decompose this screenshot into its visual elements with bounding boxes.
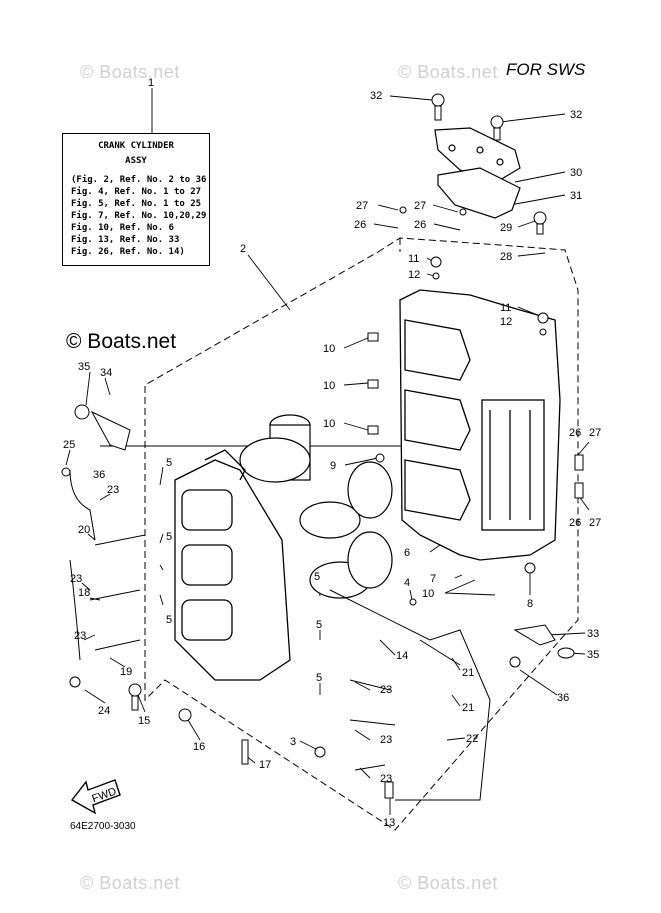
callout: 21 xyxy=(462,702,474,714)
hoses xyxy=(69,469,491,801)
callout: 28 xyxy=(500,251,512,263)
info-box-subtitle: ASSY xyxy=(125,156,147,166)
callout: 10 xyxy=(323,380,335,392)
callout: 12 xyxy=(500,316,512,328)
callout: 11 xyxy=(408,253,419,265)
callout: 30 xyxy=(570,167,582,179)
info-box-ref: Fig. 4, Ref. No. 1 to 27 xyxy=(71,187,202,197)
callout: 17 xyxy=(259,759,271,771)
page-title: FOR SWS xyxy=(506,60,586,79)
callout: 27 xyxy=(589,427,601,439)
callout: 27 xyxy=(356,200,368,212)
callout: 32 xyxy=(570,109,582,121)
cylinder-cover xyxy=(434,127,521,219)
watermark: © Boats.net xyxy=(80,62,180,82)
callout: 19 xyxy=(120,666,132,678)
callout: 6 xyxy=(404,547,410,559)
exhaust-cover-plate xyxy=(174,449,291,681)
callout: 23 xyxy=(380,773,392,785)
info-box-ref: Fig. 26, Ref. No. 14) xyxy=(71,247,185,257)
callout: 27 xyxy=(414,200,426,212)
callout: 7 xyxy=(430,573,436,585)
callout: 5 xyxy=(166,457,172,469)
info-box-ref: (Fig. 2, Ref. No. 2 to 36 xyxy=(71,175,207,185)
info-box: CRANK CYLINDER ASSY (Fig. 2, Ref. No. 2 … xyxy=(62,133,210,266)
callout: 16 xyxy=(193,741,205,753)
callout: 18 xyxy=(78,587,90,599)
callout: 13 xyxy=(383,817,395,829)
callout: 22 xyxy=(466,733,478,745)
callout: 26 xyxy=(569,427,581,439)
callout: 2 xyxy=(240,243,246,255)
callout: 23 xyxy=(107,484,119,496)
callout: 5 xyxy=(314,571,320,583)
callout: 35 xyxy=(587,649,599,661)
callout: 34 xyxy=(100,367,112,379)
callout: 23 xyxy=(380,684,392,696)
callout: 23 xyxy=(70,573,82,585)
callout: 20 xyxy=(78,524,90,536)
callout: 4 xyxy=(404,577,410,589)
callout: 5 xyxy=(316,619,322,631)
callout: 5 xyxy=(166,614,172,626)
info-box-ref: Fig. 7, Ref. No. 10,20,29 xyxy=(71,211,207,221)
info-box-ref: Fig. 5, Ref. No. 1 to 25 xyxy=(71,199,202,209)
info-box-ref: Fig. 13, Ref. No. 33 xyxy=(71,235,180,245)
watermark: © Boats.net xyxy=(398,873,498,893)
assembly-outline xyxy=(144,237,579,831)
callout: 31 xyxy=(570,190,582,202)
callout: 26 xyxy=(569,517,581,529)
callout: 23 xyxy=(74,630,86,642)
callout: 14 xyxy=(396,650,408,662)
callout: 23 xyxy=(380,734,392,746)
callout: 33 xyxy=(587,628,599,640)
callout: 5 xyxy=(316,672,322,684)
callout: 29 xyxy=(500,222,512,234)
callout: 32 xyxy=(370,90,382,102)
callout: 1 xyxy=(148,77,154,89)
watermark: © Boats.net xyxy=(80,873,180,893)
callout: 8 xyxy=(527,598,533,610)
fwd-arrow: FWD xyxy=(70,779,121,815)
callout: 5 xyxy=(166,531,172,543)
callout: 10 xyxy=(323,418,335,430)
small-fittings xyxy=(61,93,584,799)
info-box-title: CRANK CYLINDER xyxy=(98,141,174,151)
callout: 21 xyxy=(462,667,474,679)
callout: 26 xyxy=(354,219,366,231)
callout: 15 xyxy=(138,715,150,727)
callout: 27 xyxy=(589,517,601,529)
callout: 11 xyxy=(500,302,511,314)
callout: 35 xyxy=(78,361,90,373)
callout: 10 xyxy=(422,588,434,600)
callout: 9 xyxy=(330,460,336,472)
watermark-main: © Boats.net xyxy=(66,330,177,353)
callout: 25 xyxy=(63,439,75,451)
callout: 10 xyxy=(323,343,335,355)
callout: 36 xyxy=(93,469,105,481)
callout: 26 xyxy=(414,219,426,231)
callout: 36 xyxy=(557,692,569,704)
crankshaft xyxy=(239,414,393,599)
info-box-ref: Fig. 10, Ref. No. 6 xyxy=(71,223,174,233)
watermark: © Boats.net xyxy=(398,62,498,82)
diagram-code: 64E2700-3030 xyxy=(70,821,136,832)
callout: 3 xyxy=(290,736,296,748)
callout: 24 xyxy=(98,705,110,717)
crankcase-block xyxy=(399,289,561,561)
callout: 12 xyxy=(408,269,420,281)
